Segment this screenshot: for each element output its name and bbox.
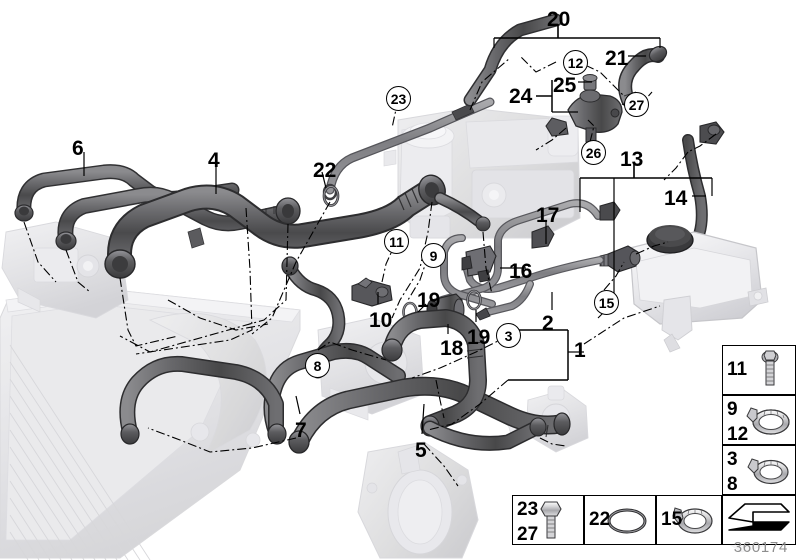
callout-20: 20	[547, 8, 571, 31]
legend-number-8: 8	[727, 474, 738, 495]
callout-11: 11	[384, 229, 409, 254]
legend-box-direction-arrow	[722, 495, 796, 545]
callout-10: 10	[369, 309, 393, 332]
callout-12: 12	[563, 50, 588, 75]
legend-box-15	[656, 495, 722, 545]
legend-number-27: 27	[517, 524, 539, 545]
hex-head-bolt-icon	[540, 501, 562, 539]
bracket-10	[351, 277, 393, 307]
hose-6-branch	[55, 186, 301, 251]
callout-17: 17	[536, 204, 560, 227]
legend-box-22	[584, 495, 656, 545]
hose-17	[438, 199, 621, 304]
legend-number-3: 3	[727, 449, 738, 470]
hose-21	[618, 45, 668, 107]
callout-15: 15	[594, 290, 619, 315]
hose-20	[463, 13, 563, 107]
callout-14: 14	[664, 187, 688, 210]
hose-13-left-run	[462, 256, 604, 293]
legend-box-3-8	[722, 445, 796, 495]
hose-2	[475, 280, 534, 321]
callout-23: 23	[386, 86, 411, 111]
hex-flange-bolt-icon	[761, 350, 779, 386]
callout-13: 13	[620, 148, 644, 171]
callout-24: 24	[509, 85, 533, 108]
callout-27: 27	[624, 92, 649, 117]
o-ring-22	[322, 185, 340, 207]
callout-19: 19	[467, 326, 491, 349]
legend-number-23: 23	[517, 499, 539, 520]
callout-18: 18	[440, 337, 464, 360]
callout-19: 19	[417, 289, 441, 312]
callout-2: 2	[542, 312, 554, 335]
callout-5: 5	[415, 439, 427, 462]
legend-number-15: 15	[661, 509, 683, 530]
hose-16	[440, 234, 497, 308]
expansion-tank	[629, 225, 769, 353]
callout-16: 16	[509, 260, 533, 283]
direction-arrow-icon	[728, 503, 790, 531]
callout-7: 7	[295, 419, 307, 442]
worm-drive-clamp-icon	[747, 458, 789, 485]
callout-9: 9	[421, 243, 446, 268]
callout-22: 22	[313, 159, 337, 182]
diagram-part-number: 360174	[733, 539, 788, 556]
callout-8: 8	[305, 353, 330, 378]
legend-box-11	[722, 345, 796, 395]
o-ring-19-right	[466, 289, 482, 311]
spring-clamp-icon	[672, 507, 713, 534]
hose-4-right-leg	[434, 192, 491, 232]
leader-lines	[83, 24, 713, 435]
legend-number-11: 11	[727, 359, 748, 380]
ghosted-radiator	[0, 287, 301, 560]
callout-1: 1	[574, 339, 586, 362]
worm-drive-clamp-icon	[746, 407, 790, 435]
callout-26: 26	[581, 140, 606, 165]
hose-7	[119, 342, 406, 445]
callout-3: 3	[496, 323, 521, 348]
legend-number-12: 12	[727, 424, 749, 445]
legend-number-22: 22	[589, 509, 611, 530]
callout-21: 21	[605, 47, 629, 70]
o-ring-icon	[607, 508, 647, 534]
hose-1-outlet	[422, 417, 547, 451]
legend-box-9-12	[722, 395, 796, 445]
callout-4: 4	[208, 149, 220, 172]
legend-box-23-27	[512, 495, 584, 545]
callout-6: 6	[72, 137, 84, 160]
dash-dot-pointers	[23, 55, 717, 487]
legend-number-9: 9	[727, 399, 738, 420]
callout-25: 25	[553, 74, 577, 97]
